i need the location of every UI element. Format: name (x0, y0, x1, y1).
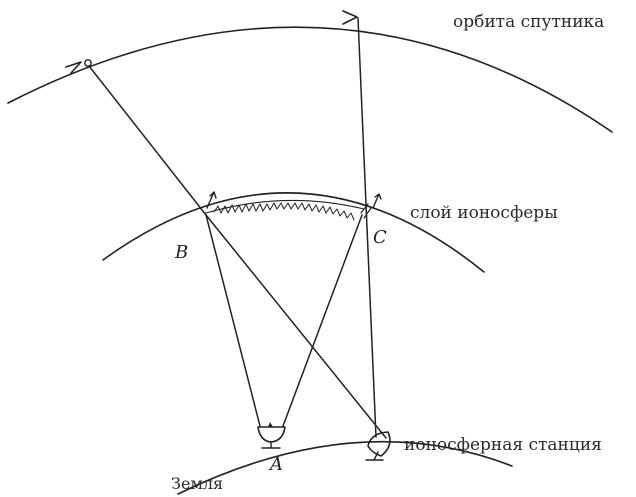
ionosphere-tick-c (360, 203, 372, 219)
orbit-arrow-left (65, 61, 82, 74)
station-dish-icon (365, 431, 391, 461)
ionosphere-layer-arc (102, 192, 485, 273)
earth-label: Земля (171, 474, 223, 493)
satellite-position-marker (84, 59, 92, 67)
point-c-label: C (373, 227, 387, 248)
reflection-arrow-c (372, 193, 382, 209)
antenna-a-icon (257, 422, 286, 449)
ionospheric-station-label: ионосферная станция (404, 435, 602, 455)
orbit-arrow-top (342, 10, 358, 25)
ionosphere-hatch-zigzag (213, 202, 355, 221)
satellite-orbit-label: орбита спутника (453, 12, 604, 32)
ionosphere-layer-label: слой ионосферы (410, 203, 558, 223)
ray-satellite-to-station (357, 17, 377, 438)
earth-surface-arc (177, 440, 513, 495)
point-b-label: B (174, 242, 188, 263)
satellite-orbit-arc (7, 26, 613, 133)
ray-satellite-to-b (88, 65, 207, 216)
reflection-arrow-b (206, 191, 217, 209)
point-a-label: A (268, 454, 283, 475)
ray-b-to-station (205, 214, 387, 439)
ray-a-to-c (282, 214, 363, 427)
ray-a-to-b (205, 214, 261, 427)
